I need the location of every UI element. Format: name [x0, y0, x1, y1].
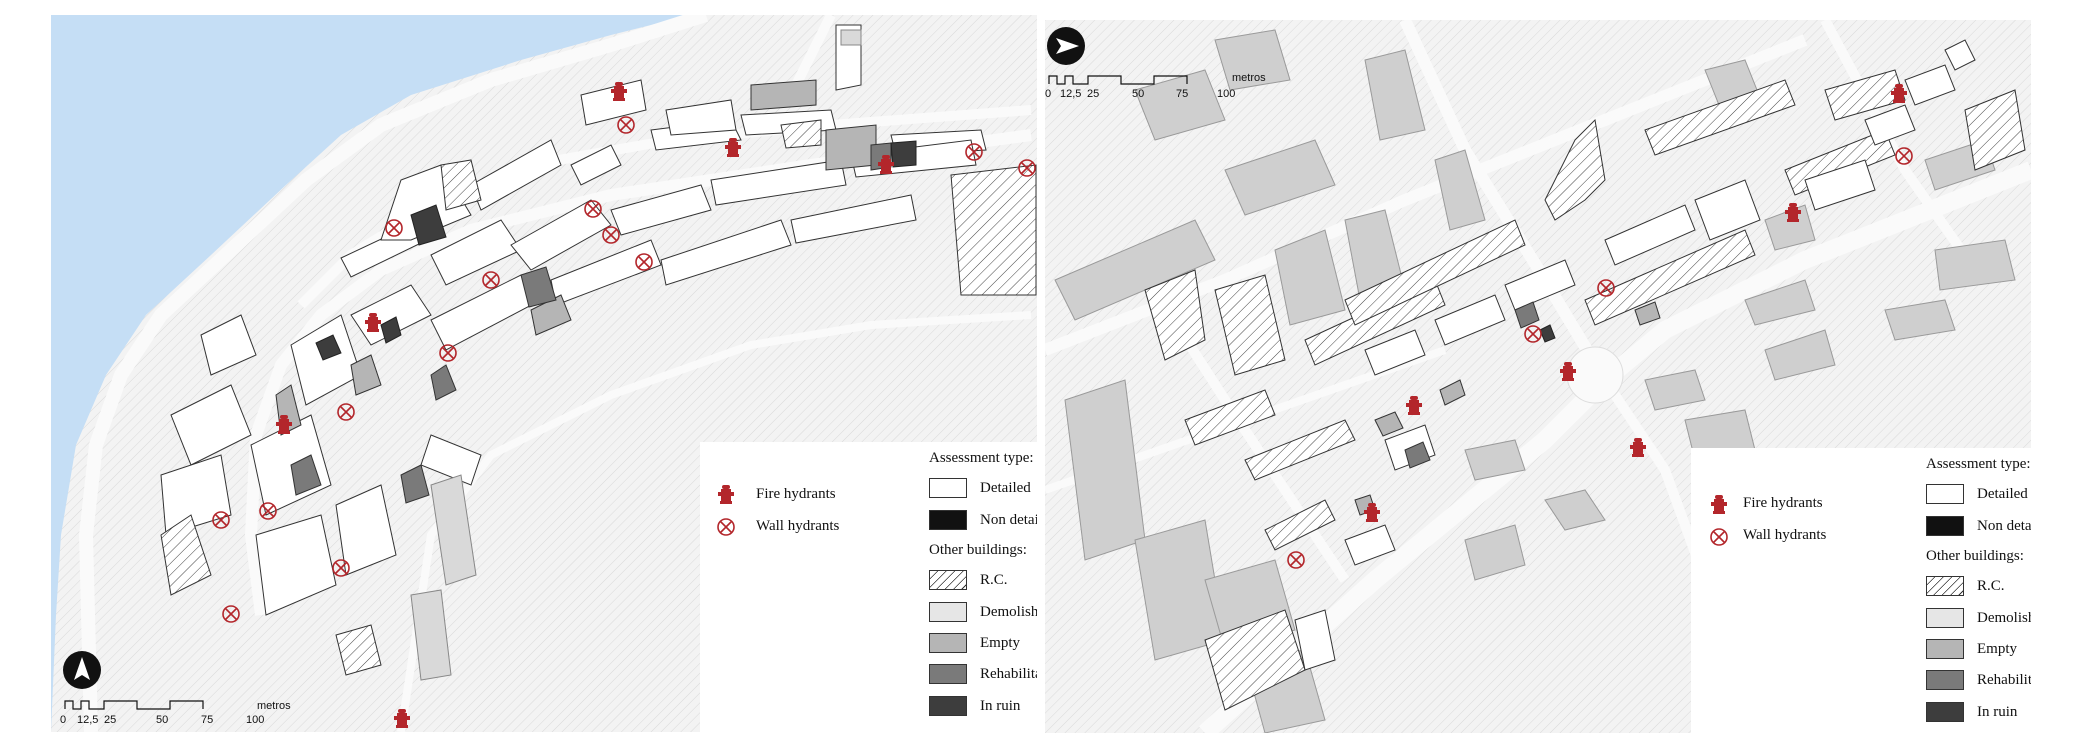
right-map[interactable]: 0 12,5 25 50 75 100 metros Fire hydrants… — [1045, 20, 2031, 733]
assessment-title: Assessment type: — [1926, 456, 2031, 472]
legend-in-ruin: In ruin — [1977, 704, 2018, 720]
legend-empty: Empty — [1977, 641, 2017, 657]
swatch-non-detailed — [929, 510, 967, 530]
empty-buildings — [1354, 301, 1661, 516]
legend-in-ruin: In ruin — [980, 698, 1021, 714]
scale-tick-label: 0 — [1045, 88, 1052, 100]
legend-detailed: Detailed — [980, 480, 1031, 496]
rc-buildings — [160, 119, 1037, 676]
legend-rc: R.C. — [980, 572, 1008, 588]
swatch-empty — [1926, 639, 1964, 659]
swatch-demolished — [929, 602, 967, 622]
fire-hydrant-icon — [718, 485, 734, 504]
in-ruin-buildings — [315, 140, 917, 361]
swatch-in-ruin — [929, 696, 967, 716]
scale-tick-label: 25 — [1087, 88, 1100, 100]
swatch-rc — [929, 570, 967, 590]
roundabout — [1566, 346, 1624, 404]
assessment-title: Assessment type: — [929, 450, 1034, 466]
detailed-buildings — [1294, 39, 1976, 671]
swatch-demolished — [1926, 608, 1964, 628]
scale-bar — [1048, 75, 1188, 85]
legend-rehabilitated: Rehabilitated — [1977, 672, 2031, 688]
swatch-in-ruin — [1926, 702, 1964, 722]
legend-fire-hydrants: Fire hydrants — [1743, 495, 1823, 511]
rehabilitated-buildings — [1404, 301, 1540, 469]
swatch-empty — [929, 633, 967, 653]
legend-demolished: Demolished — [980, 604, 1037, 620]
swatch-rehabilitated — [929, 664, 967, 684]
rc-buildings — [1144, 69, 2026, 711]
coastal-road — [78, 15, 709, 732]
scale-tick-label: 12,5 — [1060, 88, 1082, 100]
legend-rehabilitated: Rehabilitated — [980, 666, 1037, 682]
wall-hydrant-icon — [717, 518, 735, 536]
scale-tick-label: 100 — [246, 714, 265, 726]
lower-road — [397, 311, 1032, 732]
legend-non-detailed: Non detailed — [1977, 518, 2031, 534]
swatch-non-detailed — [1926, 516, 1964, 536]
swatch-rehabilitated — [1926, 670, 1964, 690]
legend: Fire hydrants Wall hydrants Assessment t… — [1691, 448, 2031, 733]
north-arrow-icon — [63, 651, 101, 689]
scale-tick-label: 0 — [60, 714, 67, 726]
other-buildings-title: Other buildings: — [929, 542, 1027, 558]
swatch-detailed — [929, 478, 967, 498]
wall-hydrant-icon — [1710, 528, 1728, 546]
scale-unit-label: metros — [257, 700, 291, 712]
scale-bar — [64, 700, 204, 710]
rehabilitated-buildings — [290, 142, 892, 504]
legend-wall-hydrants: Wall hydrants — [1743, 527, 1827, 543]
north-arrow-icon — [1047, 27, 1085, 65]
left-map[interactable]: 0 12,5 25 50 75 100 metros Fire hydrants… — [51, 15, 1037, 732]
cross-road-4 — [1820, 20, 1980, 273]
left-map-canvas — [51, 15, 1037, 732]
empty-buildings — [275, 79, 877, 436]
legend: Fire hydrants Wall hydrants Assessment t… — [700, 442, 1037, 732]
in-ruin-buildings — [1539, 324, 1556, 343]
swatch-detailed — [1926, 484, 1964, 504]
cross-road-1 — [1399, 20, 1611, 384]
scale-tick-label: 12,5 — [77, 714, 99, 726]
other-buildings-title: Other buildings: — [1926, 548, 2024, 564]
legend-demolished: Demolished — [1977, 610, 2031, 626]
legend-detailed: Detailed — [1977, 486, 2028, 502]
demolished-buildings — [410, 29, 862, 681]
scale-tick-label: 25 — [104, 714, 117, 726]
swatch-rc — [1926, 576, 1964, 596]
scale-unit-label: metros — [1232, 72, 1266, 84]
scale-tick-label: 75 — [201, 714, 214, 726]
legend-non-detailed: Non detailed — [980, 512, 1037, 528]
scale-tick-label: 75 — [1176, 88, 1189, 100]
water-body — [51, 15, 691, 732]
legend-rc: R.C. — [1977, 578, 2005, 594]
fire-hydrant-icon — [1711, 495, 1727, 514]
legend-wall-hydrants: Wall hydrants — [756, 518, 840, 534]
scale-tick-label: 100 — [1217, 88, 1236, 100]
legend-fire-hydrants: Fire hydrants — [756, 486, 836, 502]
scale-tick-label: 50 — [1132, 88, 1145, 100]
scale-tick-label: 50 — [156, 714, 169, 726]
legend-empty: Empty — [980, 635, 1020, 651]
